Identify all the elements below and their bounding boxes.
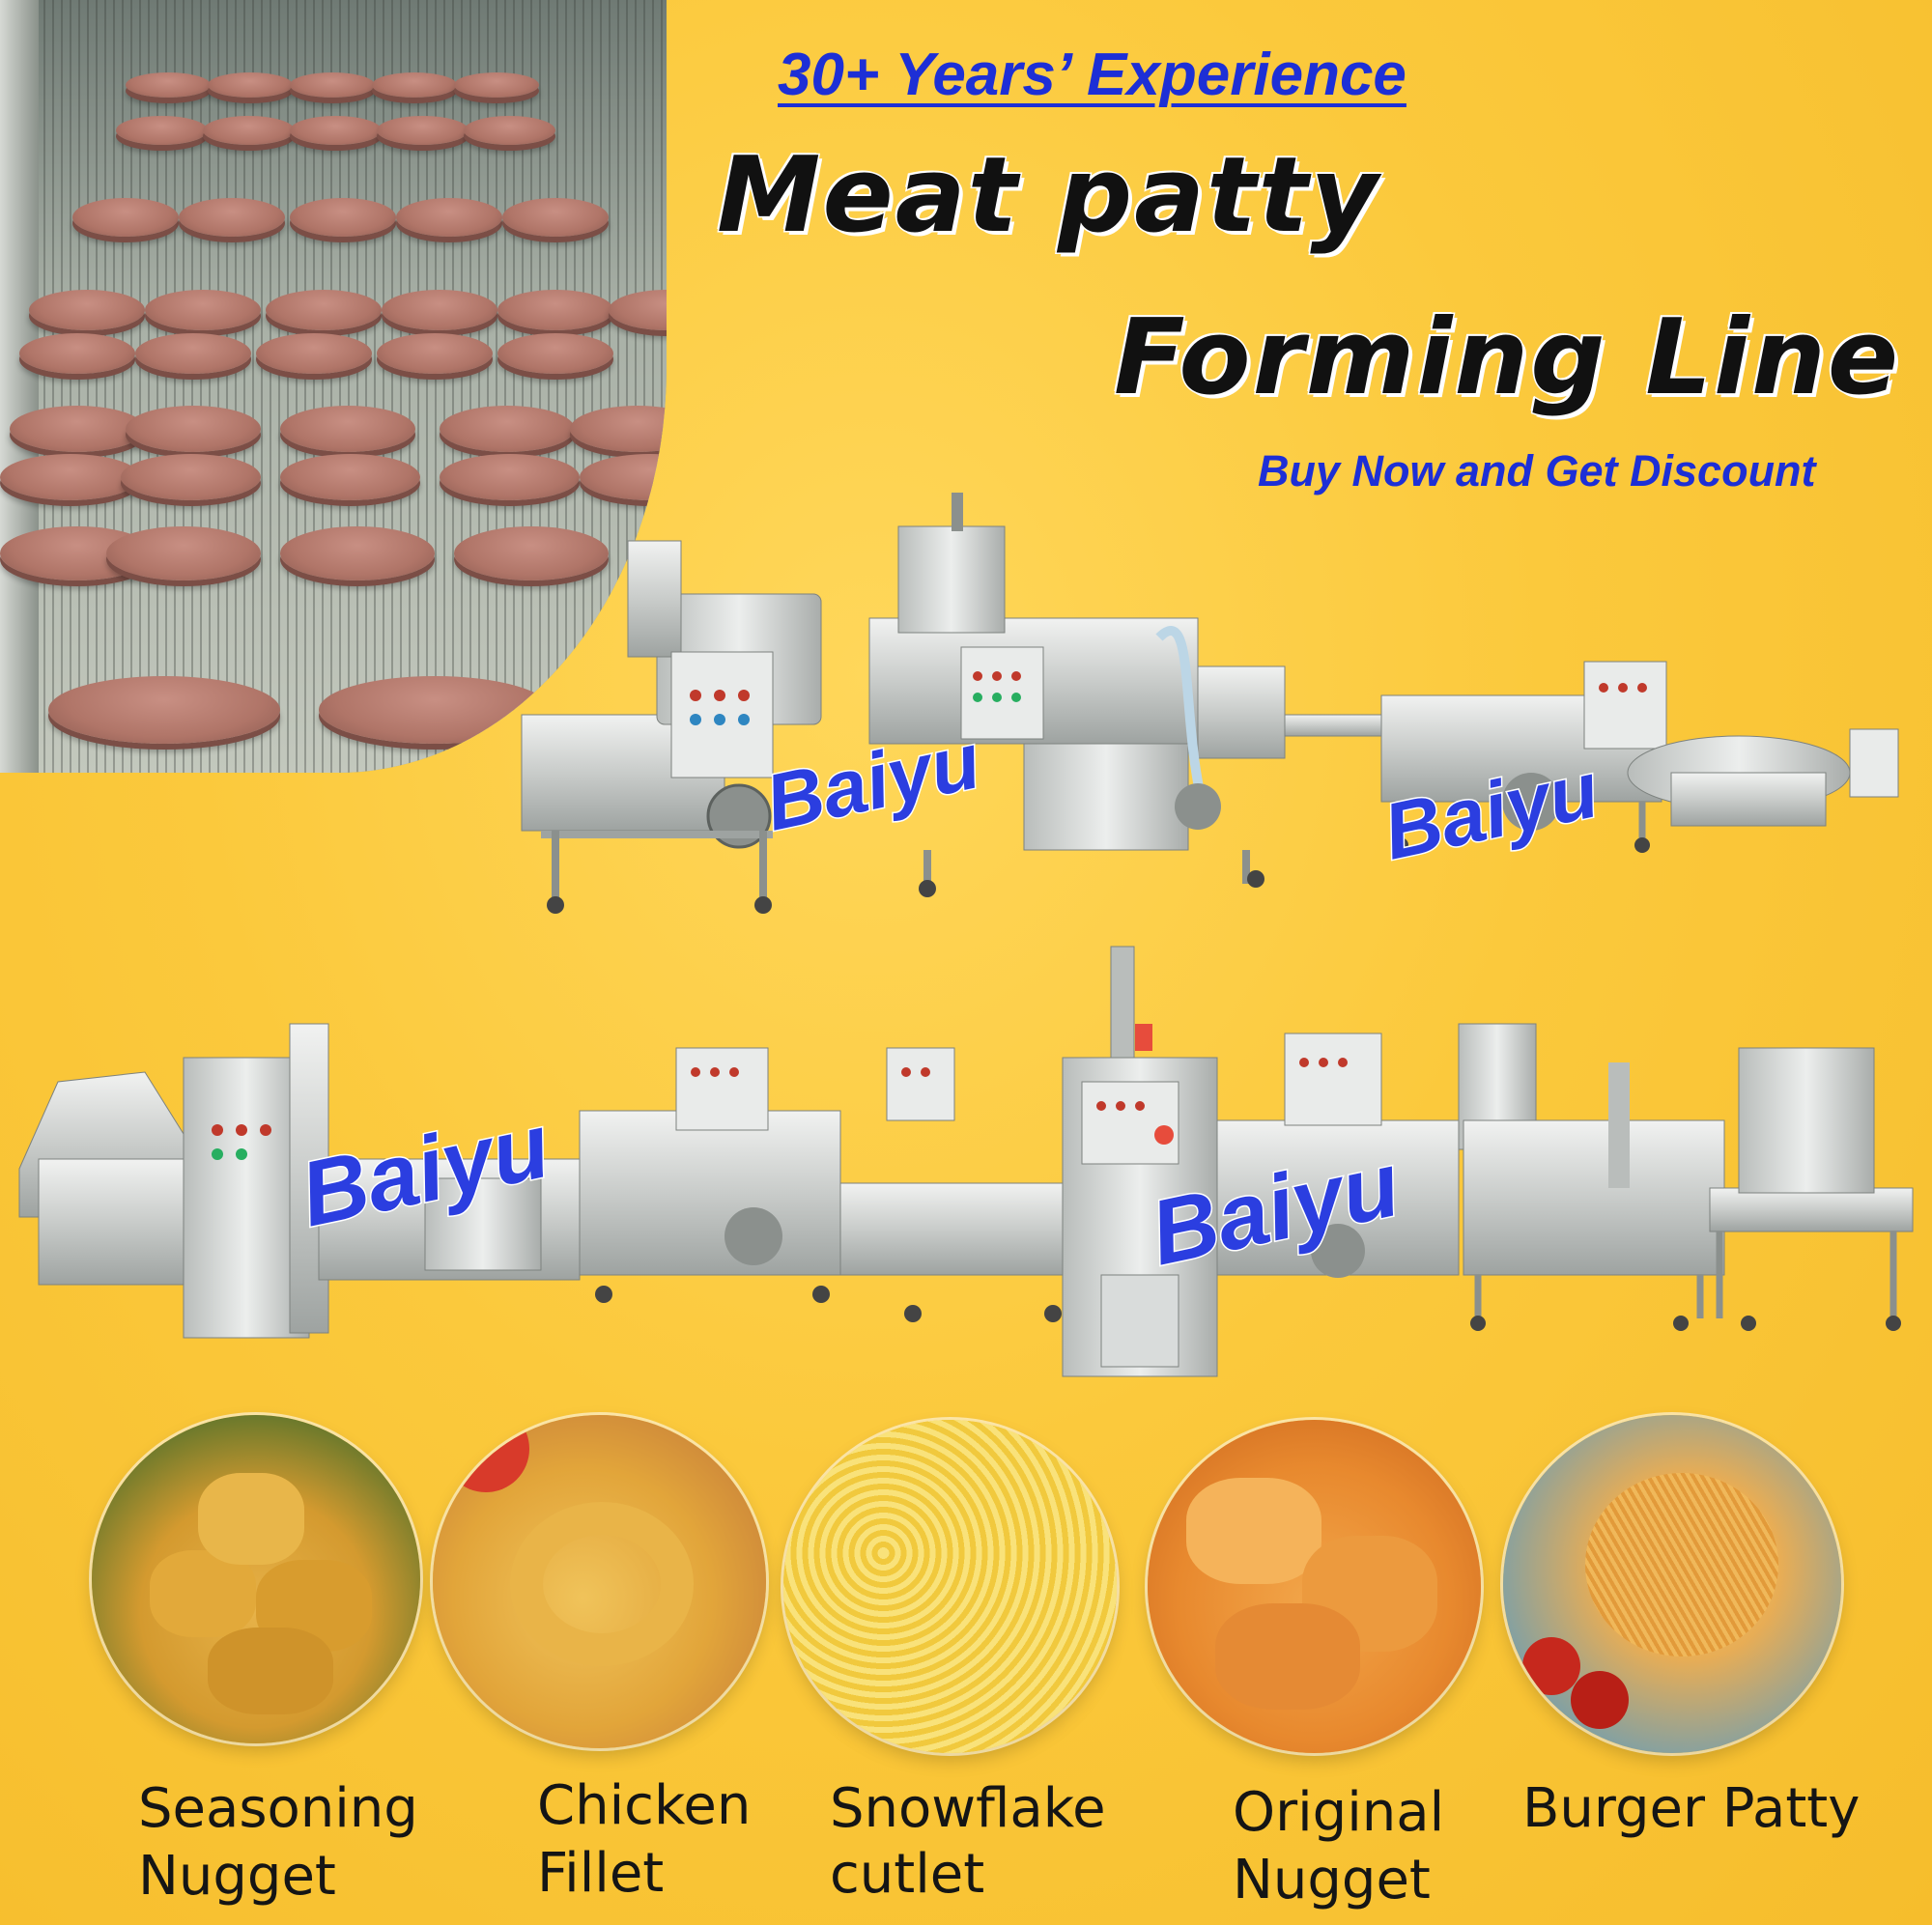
control-panel <box>675 1047 769 1131</box>
experience-tagline: 30+ Years’ Experience <box>778 42 1406 108</box>
patty <box>19 333 135 374</box>
patty <box>0 454 140 500</box>
brand-logo: Baiyu <box>758 717 987 847</box>
patty <box>10 406 145 452</box>
title-line-1: Meat patty <box>716 134 1380 258</box>
product-label-line2: Nugget <box>1233 1849 1431 1911</box>
patty <box>377 333 493 374</box>
patty <box>29 290 145 330</box>
patty <box>319 676 551 744</box>
patty <box>280 406 415 452</box>
patty <box>396 198 502 237</box>
patty <box>266 290 382 330</box>
patty <box>121 454 261 500</box>
product-label-line2: Fillet <box>537 1842 665 1905</box>
patty <box>126 406 261 452</box>
product-label-line1: Seasoning <box>138 1777 418 1840</box>
lower-production-line: Baiyu Baiyu <box>18 946 1914 1377</box>
control-panel <box>960 646 1044 740</box>
patty <box>502 198 609 237</box>
product-photo <box>433 1415 766 1748</box>
patty <box>454 72 539 98</box>
patty <box>290 198 396 237</box>
promo-text: Buy Now and Get Discount <box>1258 446 1816 495</box>
patty <box>126 72 211 98</box>
product-photo <box>1148 1420 1481 1753</box>
title-line-2: Forming Line <box>1112 297 1901 420</box>
patty <box>256 333 372 374</box>
patty <box>179 198 285 237</box>
patty <box>440 406 575 452</box>
control-panel <box>1583 661 1667 750</box>
control-panel <box>1081 1081 1179 1165</box>
patty <box>203 116 295 145</box>
hero-photo-patties-conveyor <box>0 0 667 773</box>
product-label-line2: Nugget <box>138 1845 336 1908</box>
product-label-line2: cutlet <box>830 1843 985 1906</box>
patty <box>116 116 208 145</box>
product-photo <box>783 1420 1117 1753</box>
patty <box>135 333 251 374</box>
product-photo <box>1503 1415 1841 1753</box>
patty <box>382 290 497 330</box>
patty <box>290 116 382 145</box>
upper-production-line: Baiyu Baiyu <box>521 493 1899 914</box>
product-label-line1: Burger Patty <box>1522 1777 1861 1840</box>
patty <box>440 454 580 500</box>
patty <box>145 290 261 330</box>
product-photo <box>92 1415 420 1743</box>
conveyor-rail <box>0 0 39 773</box>
patty <box>208 72 293 98</box>
patty <box>48 676 280 744</box>
control-panel <box>1284 1033 1382 1126</box>
patty <box>72 198 179 237</box>
patty <box>280 526 435 580</box>
patty <box>464 116 555 145</box>
patty <box>497 333 613 374</box>
patty <box>290 72 375 98</box>
patty <box>454 526 609 580</box>
product-label-line1: Snowflake <box>830 1777 1106 1840</box>
patty <box>106 526 261 580</box>
product-label-line1: Original <box>1233 1781 1445 1844</box>
product-label-line1: Chicken <box>537 1774 752 1837</box>
patty <box>377 116 469 145</box>
patty <box>497 290 613 330</box>
patty <box>280 454 420 500</box>
patty <box>372 72 457 98</box>
